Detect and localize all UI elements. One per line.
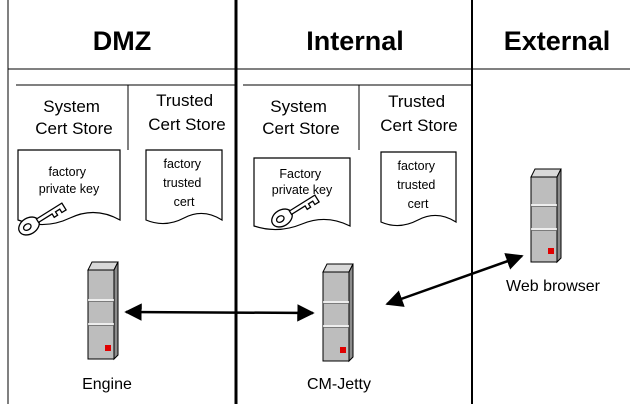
engine-cm-jetty-connection: [124, 303, 315, 322]
zone-frame: [7, 0, 630, 404]
internal-trusted-store-label: Trusted Cert Store: [380, 92, 457, 135]
dmz-trusted-store-label: Trusted Cert Store: [148, 91, 225, 134]
cm-jetty-browser-connection: [385, 253, 524, 307]
engine-server: [87, 261, 119, 361]
web-browser-client: [530, 168, 562, 264]
document-icon: [145, 149, 223, 225]
zone-heading-dmz: DMZ: [93, 26, 151, 56]
dmz-system-store-label: System Cert Store: [35, 97, 112, 138]
cm-jetty-server: [322, 263, 354, 363]
web-browser-label: Web browser: [506, 278, 601, 295]
internal-cert-document: factory trusted cert: [380, 151, 457, 227]
document-icon: [380, 151, 457, 227]
server-icon: [530, 168, 562, 264]
key-icon: [271, 194, 320, 228]
svg-text:factory trusted ce: factory trusted cert: [397, 159, 439, 211]
dmz-cert-stores: System Cert Store Trusted Cert Store: [16, 84, 236, 150]
svg-text:factory private key: factory private key: [39, 165, 100, 196]
cm-jetty-label: CM-Jetty: [307, 376, 371, 393]
dmz-key-document: factory private key: [17, 149, 121, 236]
zone-heading-external: External: [504, 26, 611, 56]
server-icon: [322, 263, 354, 363]
internal-key-document: Factory private key: [253, 157, 351, 231]
zone-heading-internal: Internal: [306, 26, 404, 56]
server-icon: [87, 261, 119, 361]
svg-text:factory trusted ce: factory trusted cert: [163, 157, 205, 209]
internal-cert-stores: System Cert Store Trusted Cert Store: [243, 84, 472, 150]
engine-label: Engine: [82, 376, 132, 393]
svg-text:Factory private key: Factory private key: [272, 167, 333, 197]
dmz-cert-document: factory trusted cert: [145, 149, 223, 225]
internal-system-store-label: System Cert Store: [262, 97, 339, 138]
key-icon: [18, 202, 67, 236]
